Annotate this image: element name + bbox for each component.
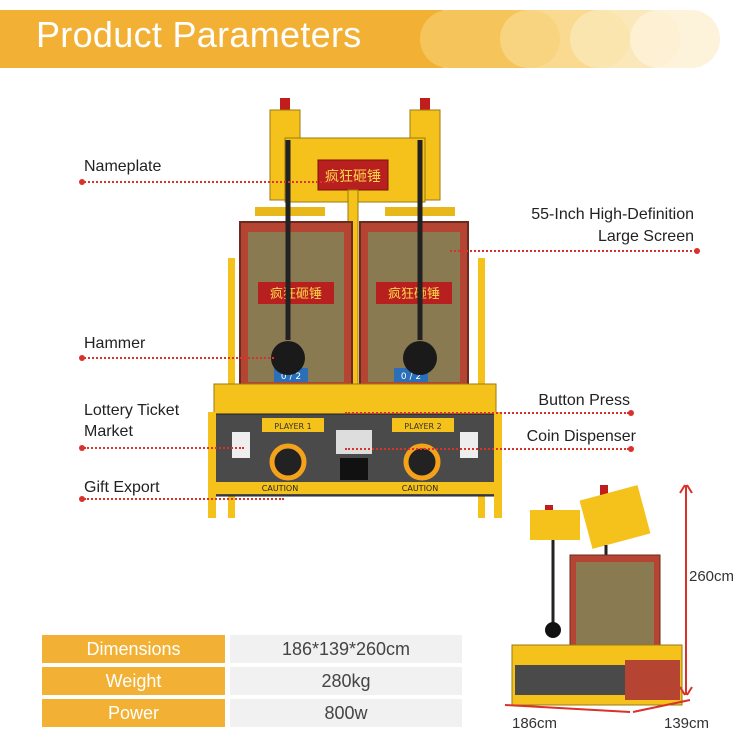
callout-lottery-dot bbox=[79, 445, 85, 451]
spec-label: Dimensions bbox=[42, 635, 225, 663]
banner-bar bbox=[0, 10, 470, 68]
callout-button-press: Button Press bbox=[538, 392, 630, 409]
callout-lottery-line2: Market bbox=[84, 423, 133, 440]
callout-coin-dot bbox=[628, 446, 634, 452]
caution-label-2: CAUTION bbox=[402, 484, 438, 493]
callout-button-leader bbox=[345, 412, 629, 414]
spec-value: 800w bbox=[230, 699, 462, 727]
player1-label: PLAYER 1 bbox=[274, 422, 311, 431]
player2-label: PLAYER 2 bbox=[404, 422, 441, 431]
dimension-height: 260cm bbox=[689, 568, 735, 585]
spec-row-power: Power 800w bbox=[42, 699, 462, 727]
spec-row-dimensions: Dimensions 186*139*260cm bbox=[42, 635, 462, 663]
dimension-depth: 139cm bbox=[664, 715, 710, 732]
spec-value: 280kg bbox=[230, 667, 462, 695]
nameplate-sign: 疯狂砸锤 bbox=[325, 169, 381, 185]
callout-lottery-line1: Lottery Ticket bbox=[84, 402, 180, 419]
callout-screen-line2: Large Screen bbox=[597, 228, 694, 245]
spec-label: Weight bbox=[42, 667, 225, 695]
callout-hammer-dot bbox=[79, 355, 85, 361]
spec-value: 186*139*260cm bbox=[230, 635, 462, 663]
caution-label-1: CAUTION bbox=[262, 484, 298, 493]
callout-gift-export: Gift Export bbox=[84, 479, 160, 496]
machine-thumbnail bbox=[511, 485, 683, 706]
callout-nameplate-dot bbox=[79, 179, 85, 185]
screen-title-1: 疯狂砸锤 bbox=[270, 286, 322, 302]
callout-nameplate-leader bbox=[84, 181, 334, 183]
spec-label: Power bbox=[42, 699, 225, 727]
callout-button-dot bbox=[628, 410, 634, 416]
callout-coin-dispenser: Coin Dispenser bbox=[526, 428, 636, 445]
screen-title-2: 疯狂砸锤 bbox=[388, 286, 440, 302]
banner-fade-4 bbox=[630, 10, 720, 68]
callout-screen-dot bbox=[694, 248, 700, 254]
header-banner: Product Parameters bbox=[0, 0, 750, 78]
spec-row-weight: Weight 280kg bbox=[42, 667, 462, 695]
callout-hammer-leader bbox=[84, 357, 274, 359]
page-title: Product Parameters bbox=[36, 14, 362, 55]
callout-lottery-leader bbox=[84, 447, 244, 449]
callout-screen-line1: 55-Inch High-Definition bbox=[531, 206, 694, 223]
callout-screen-leader bbox=[450, 250, 696, 252]
dimension-width: 186cm bbox=[512, 715, 558, 732]
callout-gift-leader bbox=[84, 498, 284, 500]
callout-hammer: Hammer bbox=[84, 335, 146, 352]
callout-gift-dot bbox=[79, 496, 85, 502]
callout-nameplate: Nameplate bbox=[84, 158, 162, 175]
score-display-2: 0 / 2 bbox=[401, 372, 421, 382]
score-display-1: 0 / 2 bbox=[281, 372, 301, 382]
callout-coin-leader bbox=[345, 448, 629, 450]
